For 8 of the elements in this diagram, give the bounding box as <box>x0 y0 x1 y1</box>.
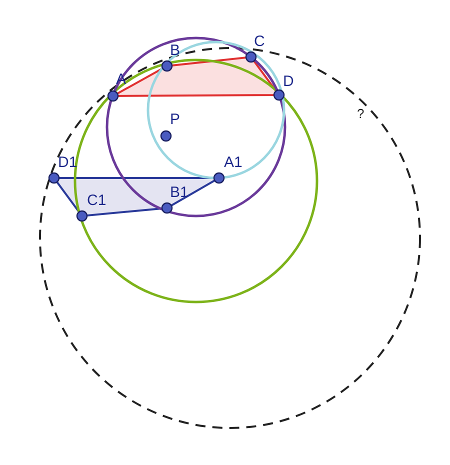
point-label: C <box>254 34 265 50</box>
point-label: P <box>170 112 180 128</box>
point-label: A1 <box>224 155 242 171</box>
point-label: B <box>170 43 180 59</box>
question-mark-label: ? <box>357 106 364 122</box>
point-label: D <box>283 74 294 90</box>
point-label: B1 <box>170 185 188 201</box>
point-label: C1 <box>87 193 106 209</box>
